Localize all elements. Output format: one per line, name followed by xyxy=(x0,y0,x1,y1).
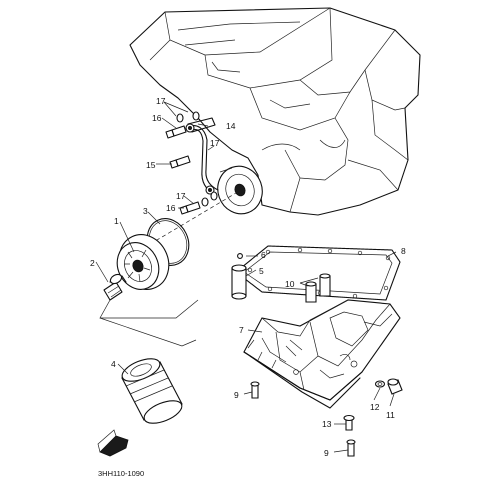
oil-pan-gasket xyxy=(235,245,401,301)
figure-code: 3HH110-1090 xyxy=(98,469,144,478)
label-13: 13 xyxy=(322,419,332,429)
label-16a: 16 xyxy=(152,113,162,123)
label-17a: 17 xyxy=(156,96,166,106)
label-6: 6 xyxy=(261,250,266,260)
label-7: 7 xyxy=(239,325,244,335)
oil-cooler-cover xyxy=(116,234,170,290)
oil-filter-cartridge xyxy=(121,358,183,424)
center-bolt xyxy=(103,273,127,301)
bolt-15 xyxy=(169,155,191,169)
label-1: 1 xyxy=(114,216,119,226)
label-15: 15 xyxy=(146,160,156,170)
union-bolt-lower xyxy=(179,191,218,215)
relief-valve xyxy=(231,253,247,300)
oil-delivery-pipe xyxy=(185,117,219,195)
label-4: 4 xyxy=(111,359,116,369)
label-2: 2 xyxy=(90,258,95,268)
label-16b: 16 xyxy=(166,203,176,213)
bolt-9-left xyxy=(250,381,260,399)
group-bracket xyxy=(99,299,199,319)
part-labels: 17 16 14 15 17 17 16 1 3 2 4 6 5 8 10 7 … xyxy=(90,96,406,478)
engine-block xyxy=(129,7,421,216)
label-17b: 17 xyxy=(210,138,220,148)
bolt-9-bottom xyxy=(346,439,356,457)
oil-pan xyxy=(243,299,401,409)
label-8: 8 xyxy=(401,246,406,256)
label-12: 12 xyxy=(370,402,380,412)
bolt-13 xyxy=(343,414,355,431)
front-arrow-icon xyxy=(97,429,129,457)
drain-plug xyxy=(374,378,403,395)
label-10: 10 xyxy=(285,279,295,289)
label-9-left: 9 xyxy=(234,390,239,400)
strainer-pipes xyxy=(305,273,331,303)
label-9-bottom: 9 xyxy=(324,448,329,458)
label-14: 14 xyxy=(226,121,236,131)
label-5: 5 xyxy=(259,266,264,276)
label-3: 3 xyxy=(143,206,148,216)
label-17c: 17 xyxy=(176,191,186,201)
label-11: 11 xyxy=(386,410,395,420)
leader-lines xyxy=(95,101,397,453)
filter-mount-boss xyxy=(217,165,263,215)
union-bolt-upper xyxy=(165,111,200,139)
